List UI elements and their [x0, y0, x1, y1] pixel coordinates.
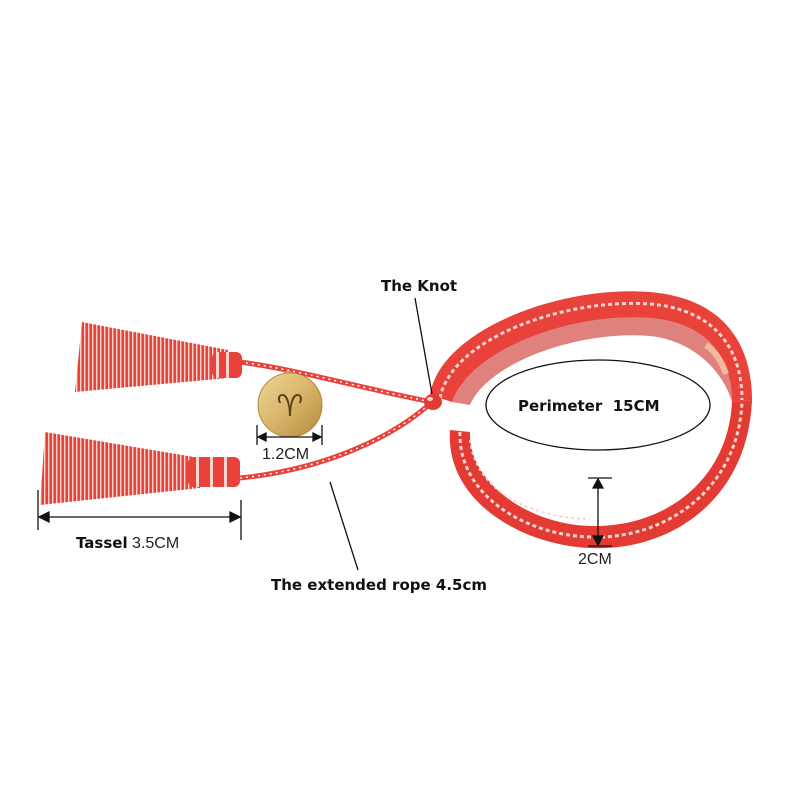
- perimeter-title: Perimeter: [518, 397, 603, 415]
- zodiac-pendant: ♈: [257, 371, 323, 438]
- tassel-title: Tassel: [76, 534, 128, 552]
- dimension-lines: [37, 297, 612, 571]
- lower-tassel: [40, 432, 240, 505]
- woven-band: [430, 291, 752, 549]
- knot: [424, 394, 442, 410]
- tassel-value: 3.5CM: [132, 535, 180, 552]
- aries-symbol: ♈: [277, 389, 304, 424]
- pendant-size-label: 1.2CM: [262, 446, 310, 463]
- rope-label: The extended rope 4.5cm: [271, 576, 487, 594]
- perimeter-label: Perimeter 15CM: [518, 397, 660, 415]
- upper-tassel: [75, 322, 242, 392]
- perimeter-value: 15CM: [612, 397, 660, 415]
- tassel-label: Tassel 3.5CM: [76, 534, 179, 553]
- knot-label: The Knot: [381, 277, 458, 295]
- perimeter-ellipse: [485, 359, 711, 451]
- band-width-label: 2CM: [578, 551, 612, 568]
